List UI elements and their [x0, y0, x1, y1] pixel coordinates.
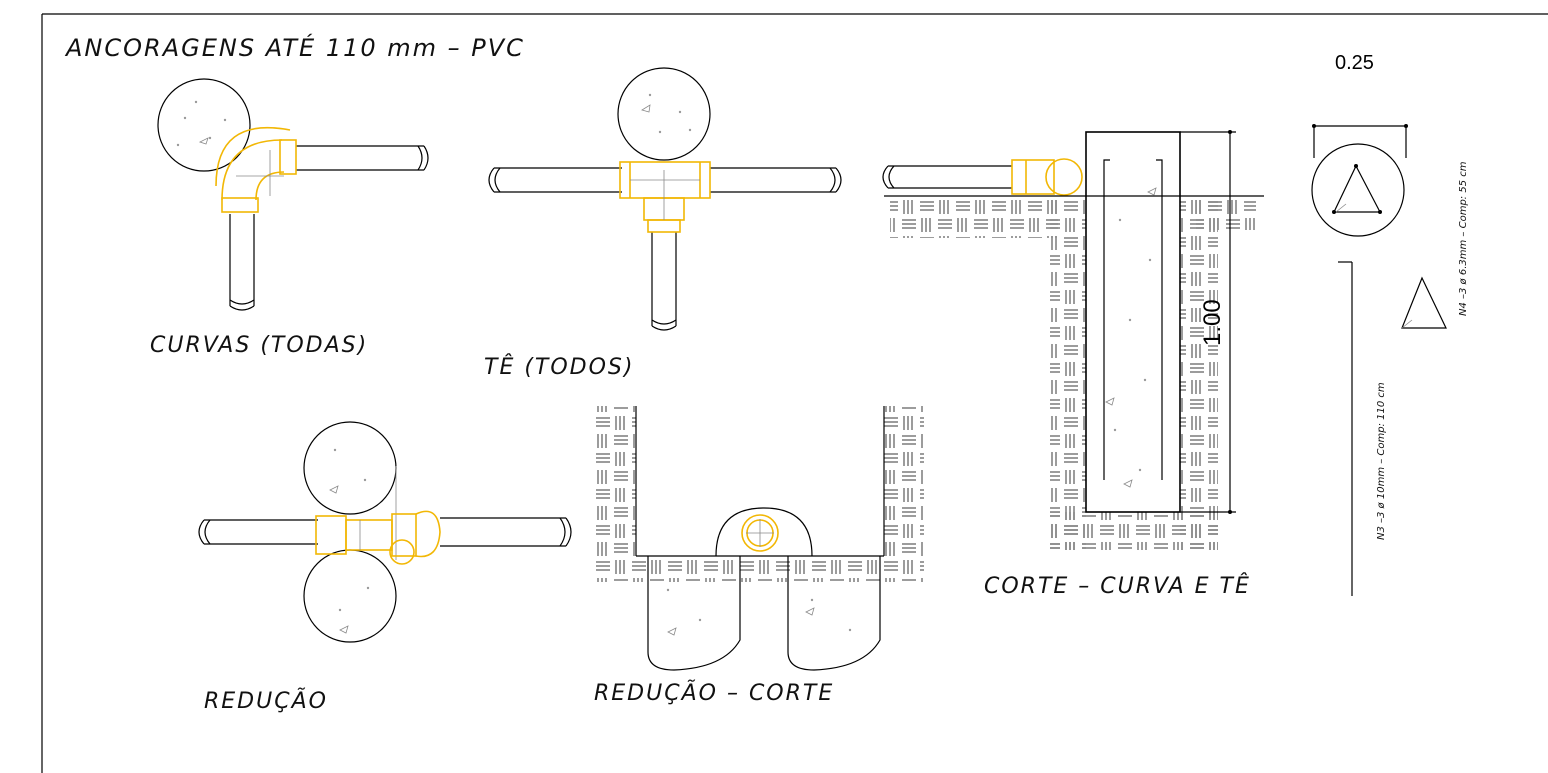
pile-section-circle — [1311, 143, 1405, 237]
anchor-block — [157, 78, 251, 172]
pipe-section-fitting — [741, 514, 779, 552]
sheet-frame — [41, 13, 1548, 773]
reducao-corte-label: REDUÇÃO – CORTE — [594, 679, 834, 706]
elbow-fitting — [215, 126, 297, 213]
reducer-fitting — [315, 510, 441, 565]
tee-fitting — [619, 161, 711, 233]
reducao-label: REDUÇÃO — [204, 687, 328, 714]
anchor-block-top — [303, 421, 397, 515]
corte-curva-te-label: CORTE – CURVA E TÊ — [984, 573, 1251, 599]
reducao-detail — [198, 421, 572, 643]
rebar-n3-label: N3 –3 ø 10mm – Comp: 110 cm — [1376, 382, 1387, 540]
scale-label: 0.25 — [1335, 52, 1374, 74]
reducao-corte-detail — [596, 406, 924, 671]
curvas-label: CURVAS (TODAS) — [150, 333, 368, 358]
te-detail — [488, 67, 842, 331]
corte-curva-te-detail — [882, 130, 1264, 550]
rebar-section-detail — [1311, 124, 1447, 596]
drawing-title: ANCORAGENS ATÉ 110 mm – PVC — [64, 33, 525, 62]
te-label: TÊ (TODOS) — [484, 354, 634, 380]
pile-dimension — [1180, 130, 1236, 514]
elbow-section-fitting — [1011, 158, 1083, 196]
concrete-pile — [1085, 131, 1181, 513]
rebar-n4-label: N4 –3 ø 6.3mm – Comp: 55 cm — [1458, 161, 1469, 316]
pipe-horizontal — [296, 145, 429, 171]
anchor-block-bottom — [303, 549, 397, 643]
anchor-block — [617, 67, 711, 161]
pile-dimension-label: 1.00 — [1199, 299, 1226, 346]
curvas-detail — [157, 78, 429, 311]
pipe-vertical — [229, 214, 255, 311]
